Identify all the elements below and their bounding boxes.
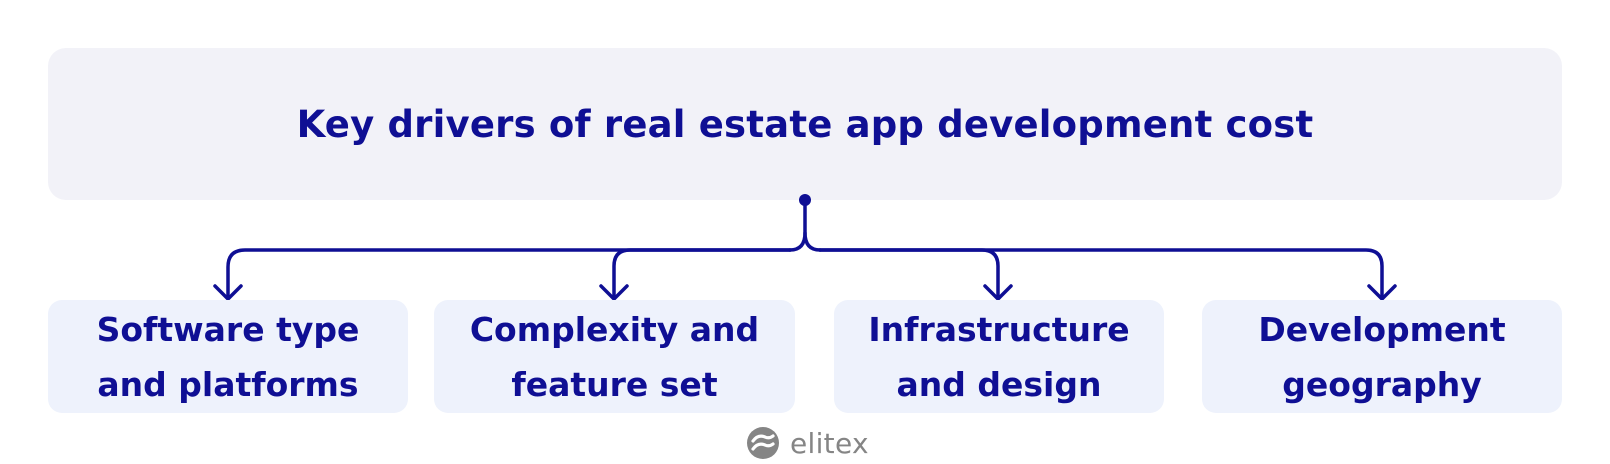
arrow-down-icon [1367,284,1397,301]
connector-branch-3 [818,248,1000,300]
driver-card-complexity: Complexity and feature set [434,300,795,413]
connector-stem [788,198,807,252]
arrow-down-icon [599,284,629,301]
connector-branch-4 [818,248,1384,300]
brand-logo: elitex [746,424,869,462]
connector-branch-2 [612,248,792,300]
elitex-logo-icon [747,427,779,459]
driver-card-software-type: Software type and platforms [48,300,408,413]
arrow-down-icon [983,284,1013,301]
driver-card-geography: Development geography [1202,300,1562,413]
brand-logo-text: elitex [790,426,869,460]
diagram-root-node: Key drivers of real estate app developme… [48,48,1562,200]
driver-label-line-2: feature set [511,364,718,404]
connector-stem-right [803,231,822,252]
driver-label-line-1: Infrastructure [868,309,1130,349]
driver-card-infrastructure: Infrastructure and design [834,300,1164,413]
driver-label-line-1: Software type [96,309,360,349]
driver-label-line-1: Complexity and [469,309,760,349]
driver-label-line-2: and design [896,364,1102,404]
driver-label-line-2: geography [1282,364,1482,404]
connector-branch-1 [226,248,792,300]
driver-label-line-1: Development [1258,309,1506,349]
driver-label-line-2: and platforms [97,364,359,404]
arrow-down-icon [213,284,243,301]
diagram-title: Key drivers of real estate app developme… [296,102,1314,146]
